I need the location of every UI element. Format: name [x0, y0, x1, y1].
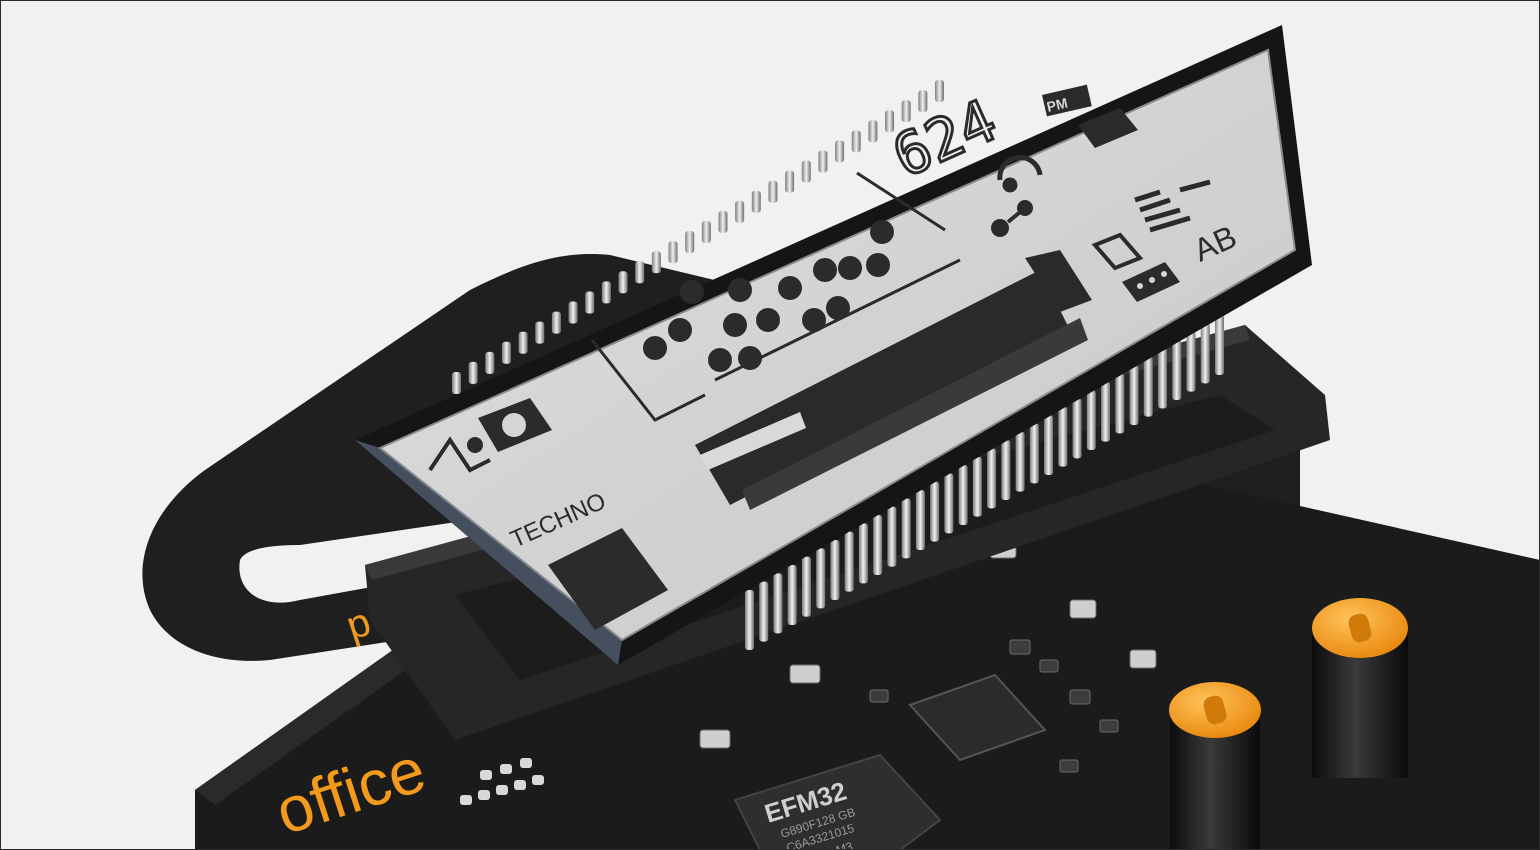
bar-meter-icon [1134, 179, 1211, 233]
speaker-icon [478, 398, 552, 452]
step-dots [643, 220, 894, 372]
secondary-chip [908, 673, 1047, 762]
lcd-pin [801, 556, 811, 617]
lcd-pin [830, 540, 840, 600]
lcd-pin [835, 140, 845, 163]
lcd-pin [1186, 331, 1196, 392]
lcd-pin [618, 271, 628, 294]
lcd-pin [1200, 323, 1210, 384]
keyboard-icon [1122, 262, 1180, 302]
lcd-pin [901, 498, 911, 559]
lcd-pin [1143, 356, 1153, 417]
lcd-pin [1015, 431, 1025, 492]
lcd-pin [930, 481, 940, 542]
lcd-pin [801, 160, 811, 183]
lcd-pin [1086, 390, 1096, 450]
lcd-pin [718, 210, 728, 233]
lcd-pin [1215, 315, 1224, 375]
lcd-pin [551, 311, 561, 334]
lcd-pin [851, 130, 861, 153]
lcd-pin [885, 110, 895, 133]
knob-left[interactable] [1169, 682, 1261, 850]
lcd-pin [887, 506, 897, 567]
lcd-pin [668, 241, 678, 264]
lcd-pin [468, 361, 478, 384]
lcd-pin [485, 351, 495, 374]
lcd-pin [452, 372, 461, 394]
lcd-pin [735, 200, 745, 223]
lcd-pin [1115, 373, 1125, 434]
lcd-pin [535, 321, 545, 344]
lcd-pin [915, 490, 925, 550]
lcd-pin [701, 220, 711, 243]
lcd-pin [787, 565, 797, 625]
am-pm-label: PM [1045, 95, 1069, 115]
lcd-pin [685, 231, 695, 254]
lcd-pin [768, 180, 778, 203]
microphone-icon [991, 200, 1033, 237]
lcd-pin [844, 531, 854, 592]
lcd-pin [944, 473, 954, 534]
lcd-pin [901, 100, 911, 123]
battery-icon [1078, 108, 1138, 148]
lcd-pin [568, 301, 578, 324]
lcd-pin [858, 523, 868, 584]
lcd-pin [1158, 348, 1168, 409]
lcd-pin [972, 456, 982, 517]
lcd-pin [816, 548, 826, 609]
lcd-pin [1172, 340, 1182, 400]
solder-pads [460, 758, 544, 805]
pattern-matrix-icon [548, 528, 668, 630]
lcd-module [355, 25, 1312, 665]
lcd-pin [585, 291, 595, 314]
lcd-pin [1058, 406, 1068, 467]
lcd-pin [501, 341, 511, 364]
knob-right[interactable] [1312, 598, 1408, 778]
lcd-pin [751, 190, 761, 213]
lcd-pin [1129, 365, 1139, 425]
lcd-pin [759, 581, 769, 642]
lcd-pin [601, 281, 611, 304]
lcd-pin [1001, 440, 1011, 500]
lcd-pin [651, 251, 661, 274]
lcd-pin [773, 573, 783, 634]
lcd-pin [1044, 415, 1054, 475]
level-bar [695, 270, 1070, 505]
lcd-pin [1101, 381, 1111, 442]
headphone-icon [997, 154, 1043, 193]
grid-lines [590, 171, 961, 422]
lcd-segments: 624 PM AB TECHNO [428, 84, 1242, 630]
lcd-pin [635, 261, 645, 284]
lcd-pin [987, 448, 997, 509]
sync-icon [1091, 232, 1144, 271]
lcd-pin [868, 120, 878, 143]
lcd-pin [958, 465, 968, 525]
lcd-pin [785, 170, 795, 193]
lcd-pin [873, 515, 883, 575]
lcd-pins-bottom [745, 315, 1224, 650]
lcd-pin [935, 80, 944, 102]
am-pm-badge [1041, 84, 1092, 117]
lcd-pin [918, 90, 928, 113]
metronome-icon [428, 436, 491, 473]
lcd-pin [518, 331, 528, 354]
lcd-pin [745, 590, 754, 650]
lcd-pin [1072, 398, 1082, 459]
lcd-pins-top [452, 80, 944, 394]
lcd-pin [818, 150, 828, 173]
lcd-pin [1029, 423, 1039, 484]
